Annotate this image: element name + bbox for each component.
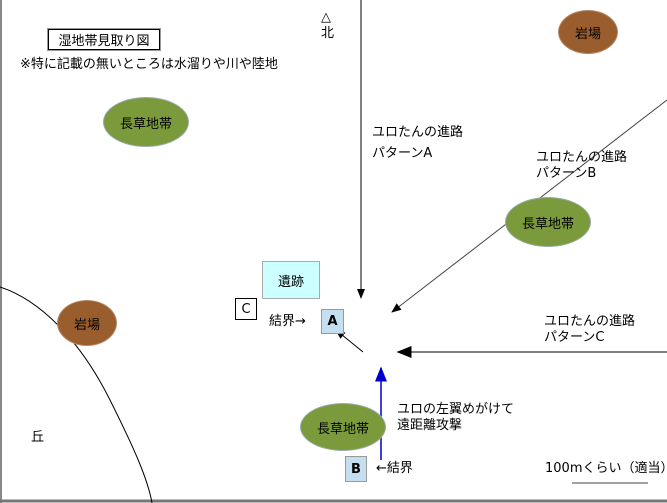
area-label: 岩場 [73,317,100,333]
path-c-label-1: ユロたんの進路 [544,314,636,329]
attack-label-2: 遠距離攻撃 [397,418,463,433]
rock-area-ne: 岩場 [558,10,618,54]
grass-area-s: 長草地帯 [300,403,386,451]
barrier-a-label: 結界→ [269,314,306,329]
area-label: 長草地帯 [521,216,574,232]
marker-b: B [345,456,367,482]
ruins-area: 遺跡 [262,261,320,299]
path-b-label-1: ユロたんの進路 [536,150,628,165]
hill-outline [0,286,153,503]
attack-label-1: ユロの左翼めがけて [397,402,515,417]
scale-label: 100mくらい（適当） [545,461,667,476]
barrier-b-label: ←結界 [376,461,413,476]
rock-area-w: 岩場 [57,300,117,346]
hill-label: 丘 [31,430,45,445]
marker-a: A [321,309,344,334]
map-title: 湿地帯見取り図 [47,28,161,51]
path-a-label-2: パターンA [372,146,433,161]
map-note: ※特に記載の無いところは水溜りや川や陸地 [20,57,278,72]
marker-c: C [235,298,257,320]
path-b-label-2: パターンB [536,166,597,181]
area-label: 長草地帯 [119,116,172,132]
area-label: 長草地帯 [316,421,369,437]
grass-area-nw: 長草地帯 [103,97,189,147]
north-label: 北 [321,26,335,41]
area-label: 岩場 [574,26,601,42]
grass-area-e: 長草地帯 [505,197,591,247]
path-a-label-1: ユロたんの進路 [372,125,464,140]
north-symbol: △ [321,10,331,25]
path-c-label-2: パターンC [544,330,605,345]
